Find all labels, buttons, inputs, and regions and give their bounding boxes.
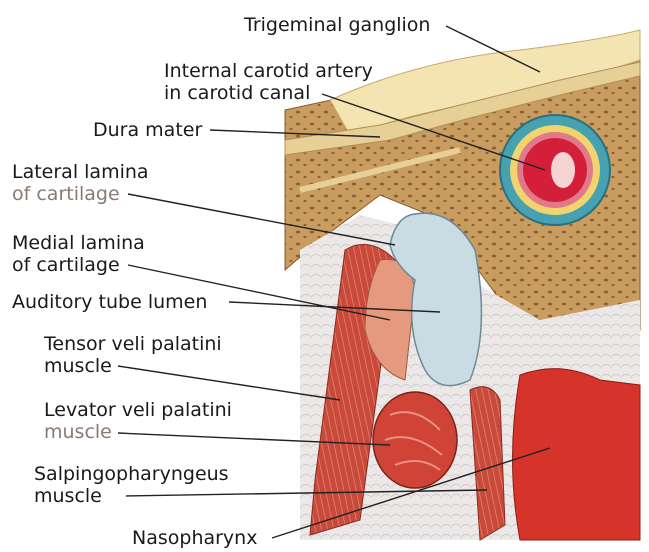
- label-lateral-lamina: Lateral lamina of cartilage: [12, 161, 149, 205]
- label-levator-veli-palatini: Levator veli palatini muscle: [44, 399, 232, 443]
- label-nasopharynx: Nasopharynx: [132, 527, 257, 549]
- internal-carotid-artery: [500, 115, 610, 225]
- label-trigeminal-ganglion: Trigeminal ganglion: [244, 14, 430, 36]
- label-internal-carotid-artery: Internal carotid artery in carotid canal: [164, 60, 373, 104]
- label-auditory-tube-lumen: Auditory tube lumen: [12, 291, 207, 313]
- label-salpingopharyngeus: Salpingopharyngeus muscle: [34, 463, 229, 507]
- label-medial-lamina: Medial lamina of cartilage: [12, 232, 145, 276]
- label-dura-mater: Dura mater: [93, 119, 202, 141]
- label-tensor-veli-palatini: Tensor veli palatini muscle: [44, 333, 222, 377]
